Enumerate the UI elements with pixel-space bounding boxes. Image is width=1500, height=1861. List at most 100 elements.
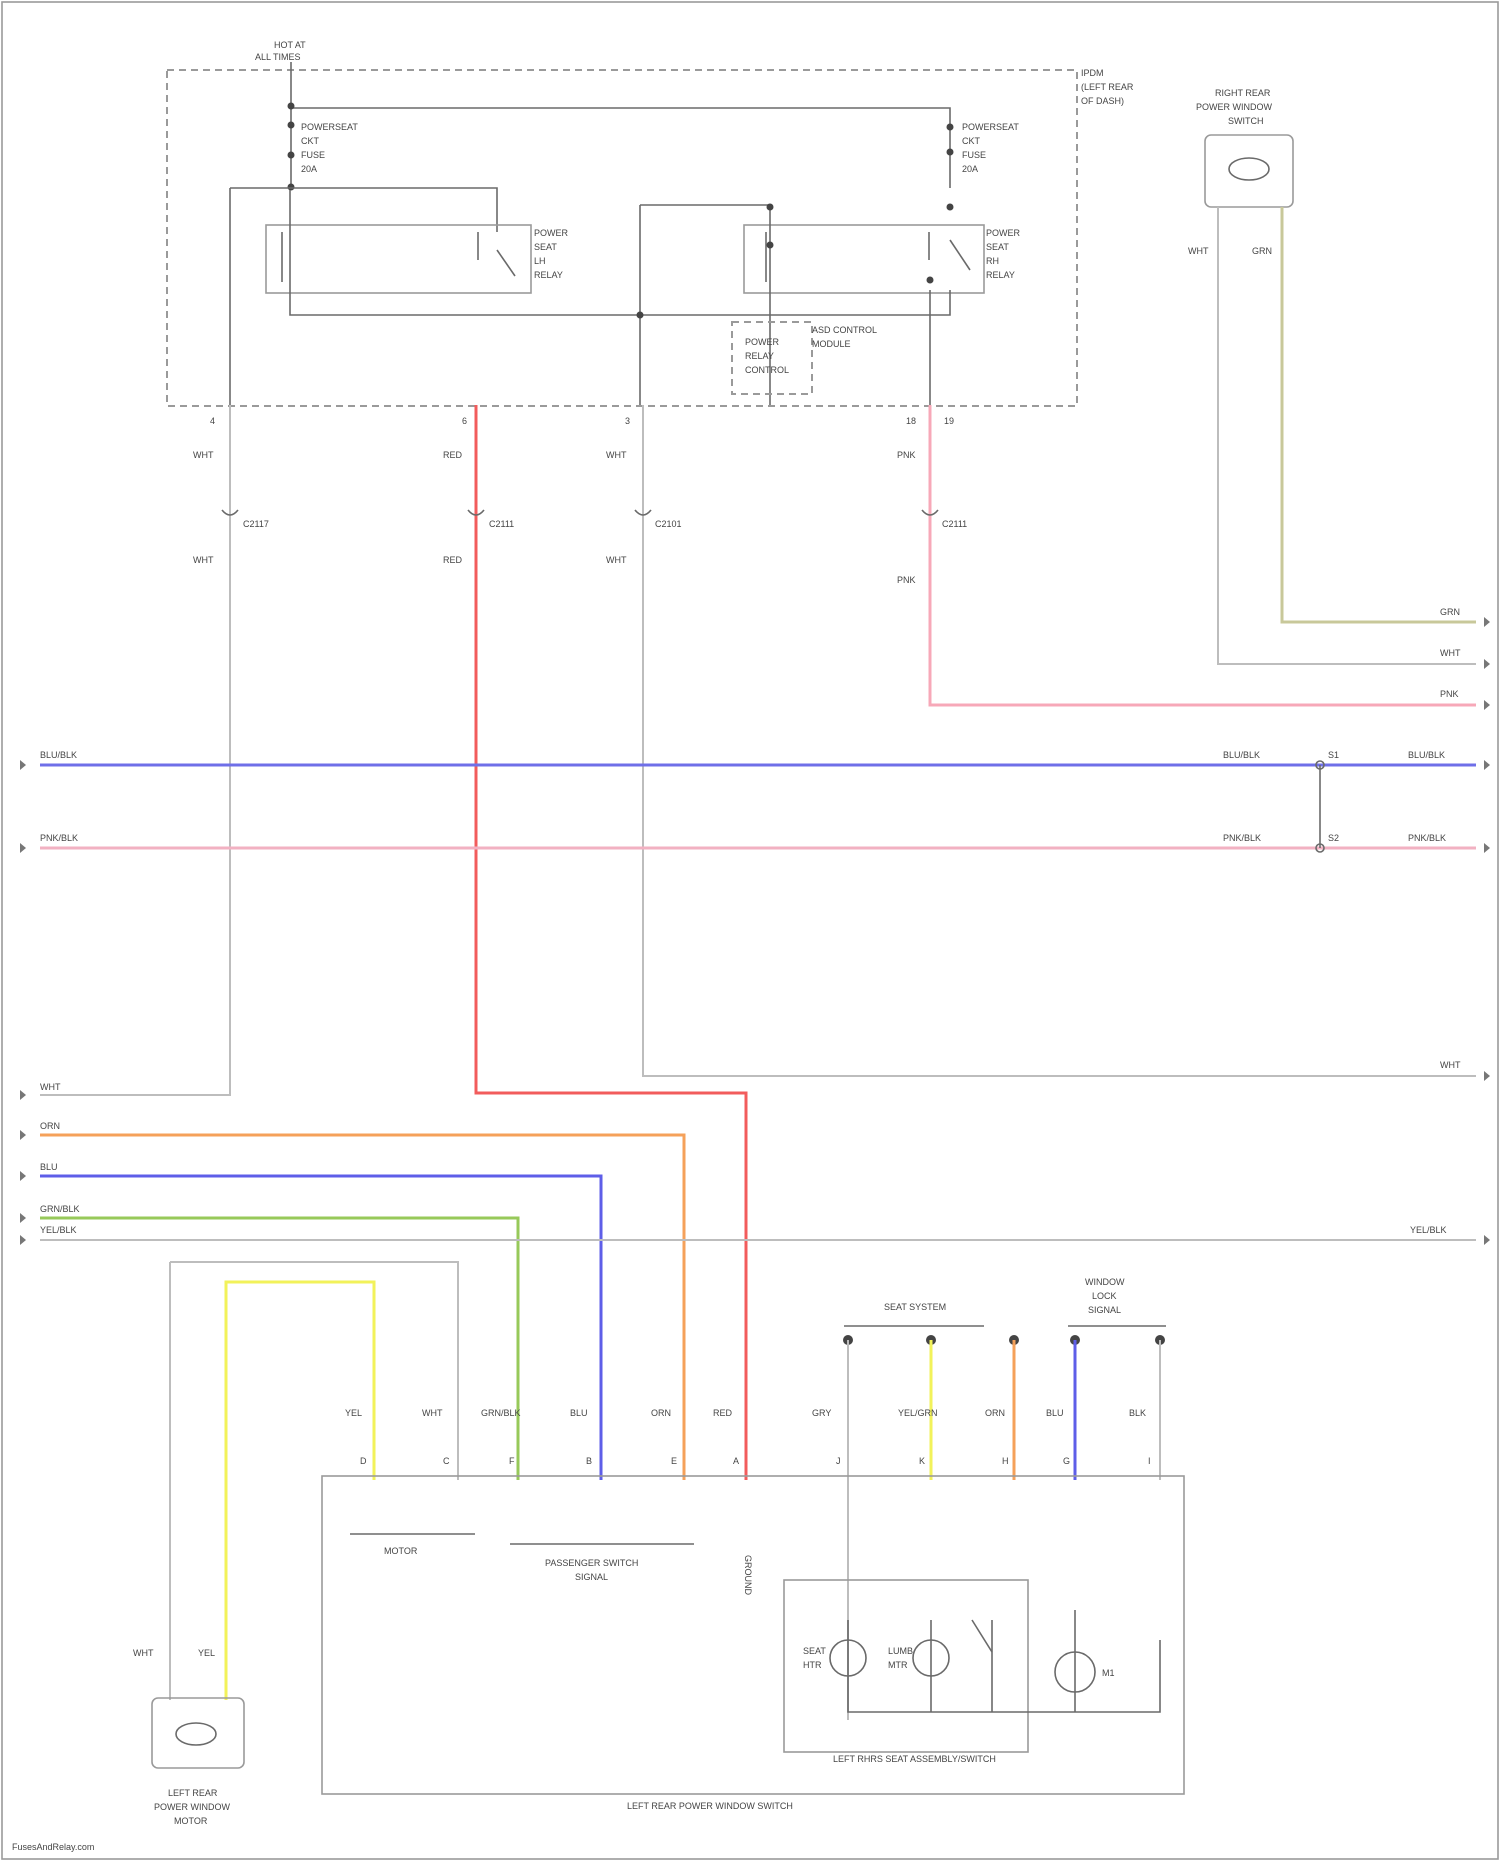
arrow-icon — [20, 1090, 26, 1100]
wire-wht-2 — [643, 405, 1476, 1076]
right-misc-wht: WHT — [1440, 1060, 1461, 1070]
rh-motor-wire-b: GRN — [1252, 246, 1272, 256]
fuse-right-3: FUSE — [962, 150, 986, 160]
arrow-icon — [1484, 843, 1490, 853]
switch-wire-label: GRY — [812, 1408, 831, 1418]
right-output-1: GRN — [1440, 607, 1460, 617]
seat-switch-icon — [972, 1620, 992, 1652]
panel-label-1: IPDM — [1081, 68, 1104, 78]
arrow-icon — [20, 843, 26, 853]
panel-internal-wiring — [230, 188, 950, 405]
wire-grn-blk — [40, 1218, 518, 1480]
arrow-icon — [20, 760, 26, 770]
wire-orn — [40, 1135, 684, 1480]
switch-pin: B — [586, 1456, 592, 1466]
group-seat-system: SEAT SYSTEM — [884, 1302, 946, 1312]
control-module-3: CONTROL — [745, 365, 789, 375]
group-window-3: SIGNAL — [1088, 1305, 1121, 1315]
group-window-2: LOCK — [1092, 1291, 1117, 1301]
rh-motor-wire-a: WHT — [1188, 246, 1209, 256]
pin-top-3: 3 — [625, 416, 630, 426]
group-window-1: WINDOW — [1085, 1277, 1125, 1287]
row-arrows — [20, 617, 1490, 1245]
power-bus — [291, 62, 950, 188]
arrow-icon — [1484, 659, 1490, 669]
fuse-header-line1: HOT AT — [274, 40, 306, 50]
lh-motor-title-2: POWER WINDOW — [154, 1802, 230, 1812]
relay-left-switch — [497, 250, 515, 276]
panel-label-3: OF DASH) — [1081, 96, 1124, 106]
fuse-right-1: POWERSEAT — [962, 122, 1019, 132]
arrow-icon — [20, 1213, 26, 1223]
relay-right-switch — [950, 240, 970, 270]
wire-label: WHT — [606, 450, 627, 460]
lh-motor-wire-b: YEL — [198, 1648, 215, 1658]
heater-a-2: HTR — [803, 1660, 822, 1670]
rh-motor-box — [1205, 135, 1293, 207]
connector-symbols — [222, 510, 938, 515]
left-input-5: YEL/BLK — [40, 1225, 77, 1235]
fuse-left-3: FUSE — [301, 150, 325, 160]
relay-left-inner — [282, 232, 478, 282]
switch-pin: E — [671, 1456, 677, 1466]
wire-lh-wht-frame — [170, 1262, 458, 1480]
wire-label: PNK — [897, 450, 916, 460]
seat-module-title: LEFT RHRS SEAT ASSEMBLY/SWITCH — [833, 1754, 996, 1764]
lh-motor-title-3: MOTOR — [174, 1816, 208, 1826]
fuse-left-4: 20A — [301, 164, 317, 174]
rh-motor-title-2: POWER WINDOW — [1196, 102, 1272, 112]
wire-pnk — [930, 405, 1476, 705]
switch-wire-label: BLK — [1129, 1408, 1146, 1418]
switch-title: LEFT REAR POWER WINDOW SWITCH — [627, 1801, 793, 1811]
splice-top: S1 — [1328, 750, 1339, 760]
fuse-left-1: POWERSEAT — [301, 122, 358, 132]
relay-left-4: RELAY — [534, 270, 563, 280]
switch-pin: F — [509, 1456, 515, 1466]
bus-blu-left: BLU/BLK — [40, 750, 77, 760]
wire-rh-grn — [1282, 207, 1476, 622]
panel-label-2: (LEFT REAR — [1081, 82, 1134, 92]
wire-label: RED — [443, 555, 463, 565]
switch-group-passenger-2: SIGNAL — [575, 1572, 608, 1582]
control-module-1: POWER — [745, 337, 780, 347]
relay-right-2: SEAT — [986, 242, 1009, 252]
relay-right-1: POWER — [986, 228, 1021, 238]
switch-pin: J — [836, 1456, 841, 1466]
panel-node — [767, 242, 774, 249]
bus-blu-mid: BLU/BLK — [1223, 750, 1260, 760]
pin-top-1: 4 — [210, 416, 215, 426]
wire-label: WHT — [606, 555, 627, 565]
fuse-node — [288, 122, 295, 129]
wire-label: PNK — [897, 575, 916, 585]
fuse-node — [288, 103, 295, 110]
splice-bottom: S2 — [1328, 833, 1339, 843]
control-module-2: RELAY — [745, 351, 774, 361]
control-module-side-1: ASD CONTROL — [812, 325, 877, 335]
heater-b-1: LUMB — [888, 1646, 913, 1656]
wire-label: RED — [443, 450, 463, 460]
switch-box — [322, 1476, 1184, 1794]
arrow-icon — [1484, 1071, 1490, 1081]
switch-wire-label: WHT — [422, 1408, 443, 1418]
seat-motor-label: M1 — [1102, 1668, 1115, 1678]
switch-pin: C — [443, 1456, 450, 1466]
arrow-icon — [1484, 1235, 1490, 1245]
relay-left-box — [266, 225, 531, 293]
switch-pin: A — [733, 1456, 739, 1466]
right-output-3: PNK — [1440, 689, 1459, 699]
arrow-icon — [20, 1235, 26, 1245]
fuse-left-2: CKT — [301, 136, 320, 146]
footer-credit: FusesAndRelay.com — [12, 1842, 94, 1852]
right-misc-yel-blk: YEL/BLK — [1410, 1225, 1447, 1235]
left-input-1: WHT — [40, 1082, 61, 1092]
switch-pin: K — [919, 1456, 925, 1466]
lh-motor-icon — [176, 1723, 216, 1745]
arrow-icon — [1484, 760, 1490, 770]
connector-2: C2111 — [489, 519, 514, 529]
panel-outline — [167, 70, 1077, 406]
relay-left-1: POWER — [534, 228, 569, 238]
switch-wire-label: GRN/BLK — [481, 1408, 521, 1418]
switch-group-motor: MOTOR — [384, 1546, 418, 1556]
switch-wire-label: ORN — [985, 1408, 1005, 1418]
